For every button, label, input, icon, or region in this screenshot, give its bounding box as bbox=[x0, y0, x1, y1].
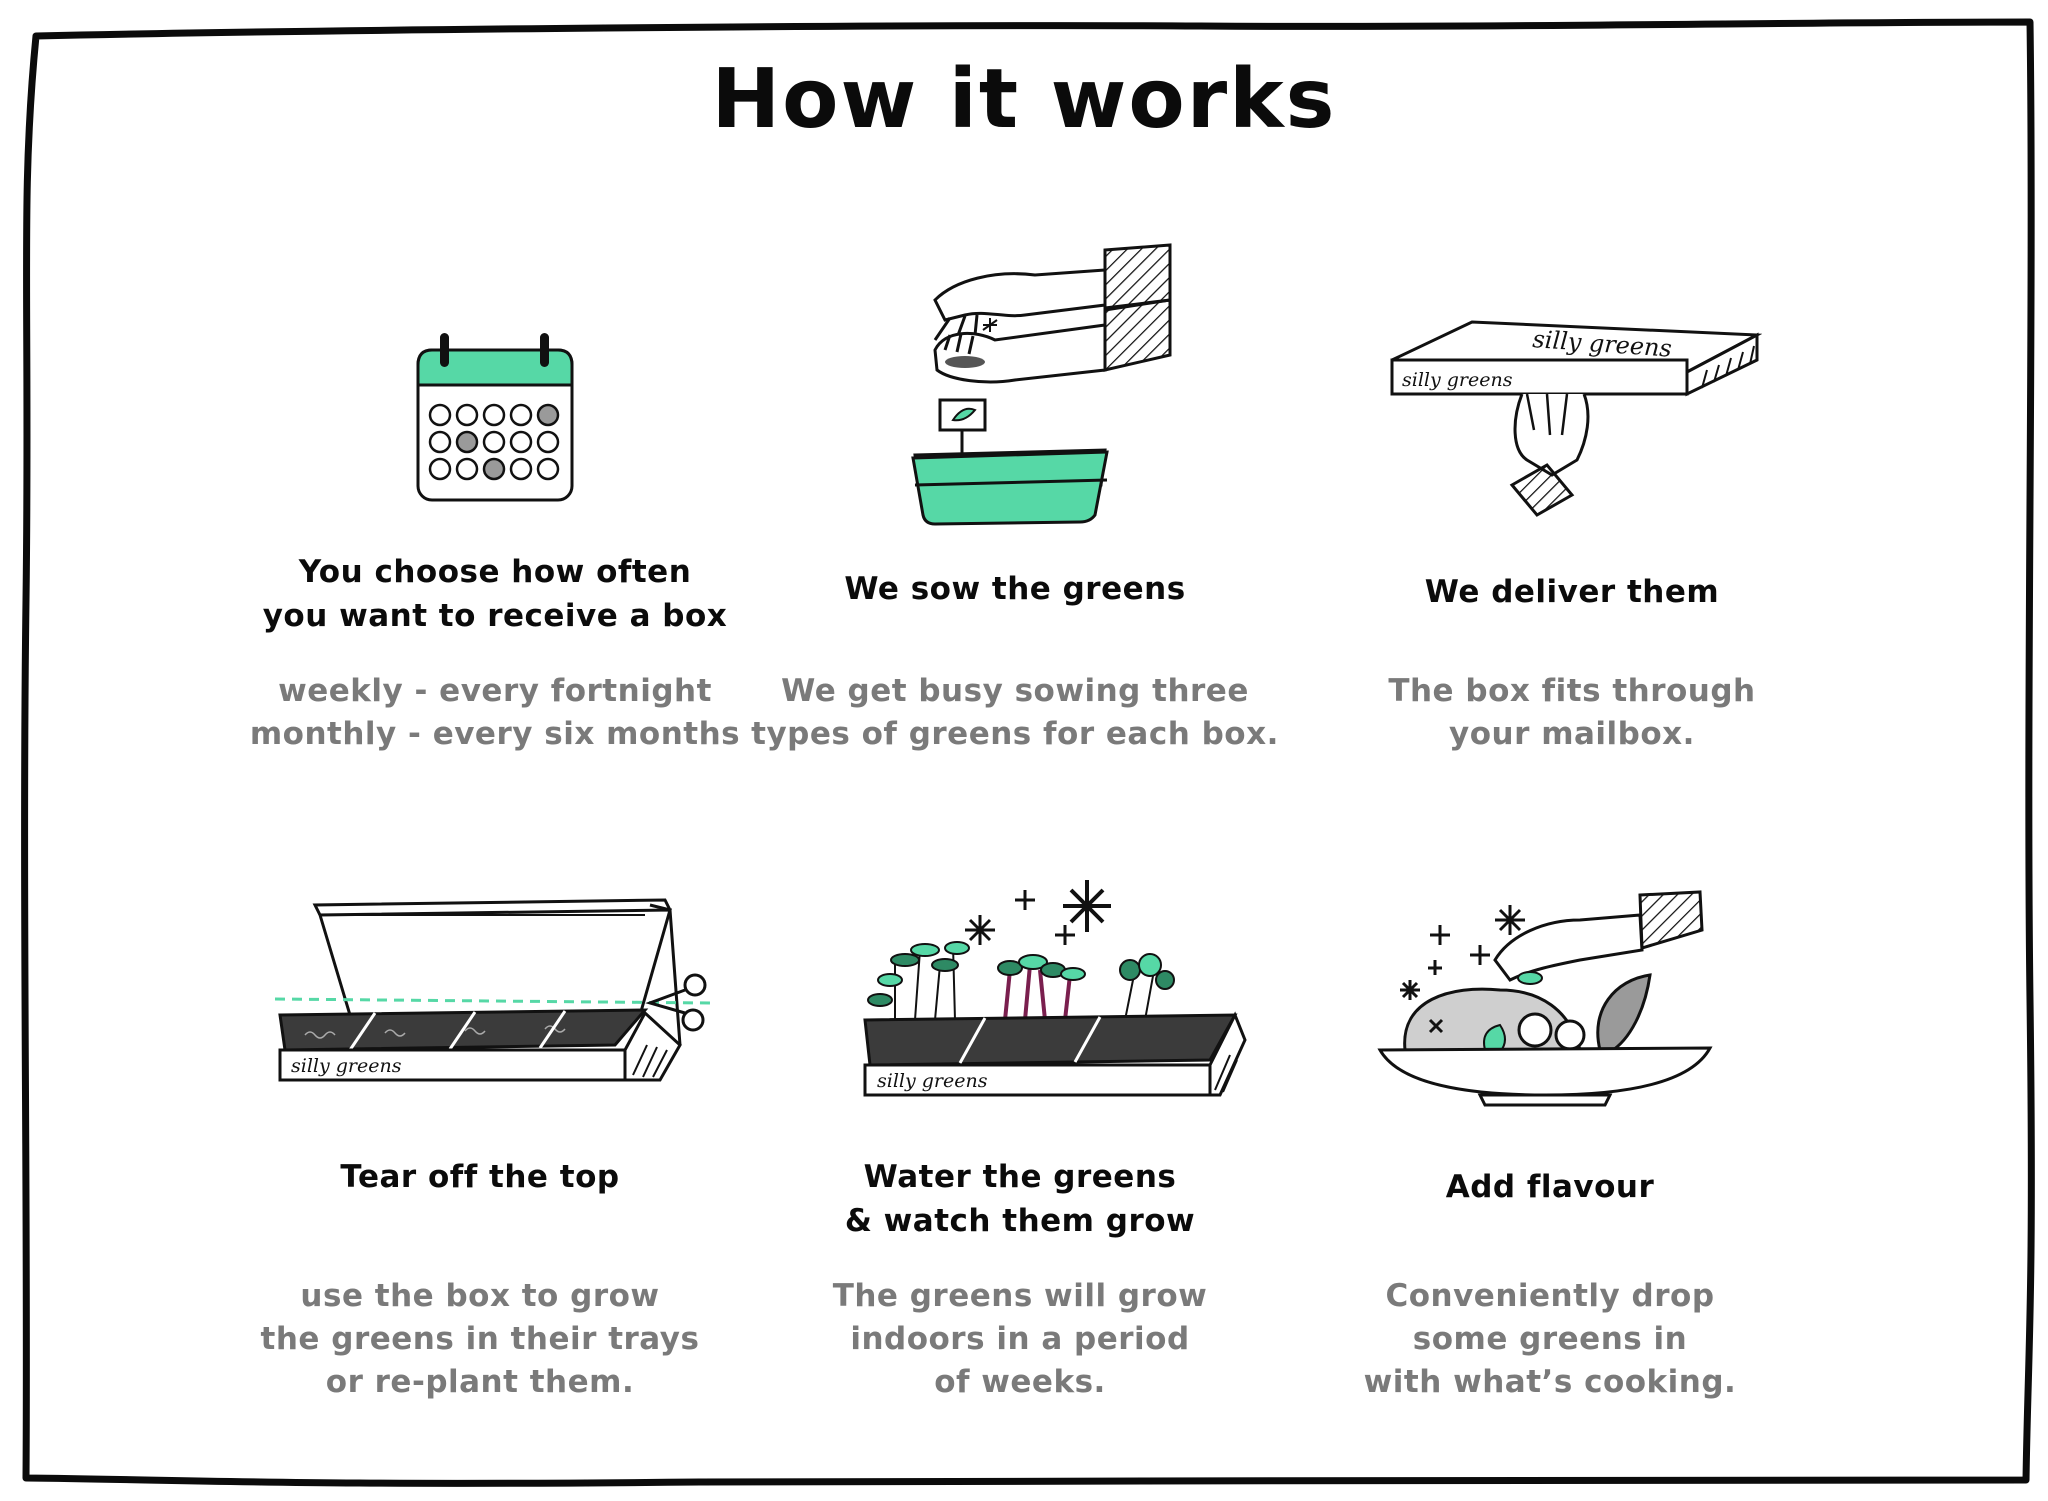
growing-greens-icon: silly greens bbox=[863, 880, 1247, 1097]
box-brand-label: silly greens bbox=[1402, 369, 1513, 391]
step-sow-greens: We sow the greens We get busy sowing thr… bbox=[705, 230, 1325, 780]
step-description: The box fits through your mailbox. bbox=[1388, 673, 1756, 752]
scissors-icon bbox=[645, 973, 707, 1032]
box-brand-label: silly greens bbox=[877, 1070, 988, 1092]
step-heading: Add flavour bbox=[1445, 1169, 1655, 1205]
box-brand-label: silly greens bbox=[291, 1055, 402, 1077]
step-description: The greens will grow indoors in a period… bbox=[832, 1278, 1208, 1400]
step-choose-frequency: You choose how often you want to receive… bbox=[185, 300, 805, 780]
step-heading: Water the greens & watch them grow bbox=[844, 1159, 1196, 1239]
page-title: How it works bbox=[711, 52, 1337, 147]
step-heading: Tear off the top bbox=[340, 1159, 620, 1195]
step-add-flavour: Add flavour Conveniently drop some green… bbox=[1240, 880, 1860, 1410]
calendar-icon bbox=[416, 333, 574, 502]
step-description: Conveniently drop some greens in with wh… bbox=[1363, 1278, 1737, 1400]
step-description: We get busy sowing three types of greens… bbox=[751, 673, 1279, 752]
step-water-greens: silly greens Water the greens & watch th… bbox=[710, 870, 1330, 1410]
step-description: use the box to grow the greens in their … bbox=[260, 1278, 700, 1400]
open-box-scissors-icon: silly greens bbox=[274, 898, 711, 1082]
step-deliver: silly greens silly greens We deliver the… bbox=[1262, 300, 1882, 780]
step-heading: We deliver them bbox=[1424, 574, 1720, 610]
step-description: weekly - every fortnight monthly - every… bbox=[249, 673, 741, 752]
step-heading: We sow the greens bbox=[844, 571, 1186, 607]
sowing-hands-icon bbox=[911, 243, 1172, 526]
delivery-box-icon: silly greens silly greens bbox=[1390, 320, 1762, 517]
step-tear-top: silly greens Tear off the top use the bo… bbox=[170, 890, 790, 1410]
step-heading: You choose how often you want to receive… bbox=[262, 554, 728, 634]
dish-icon bbox=[1377, 890, 1713, 1107]
